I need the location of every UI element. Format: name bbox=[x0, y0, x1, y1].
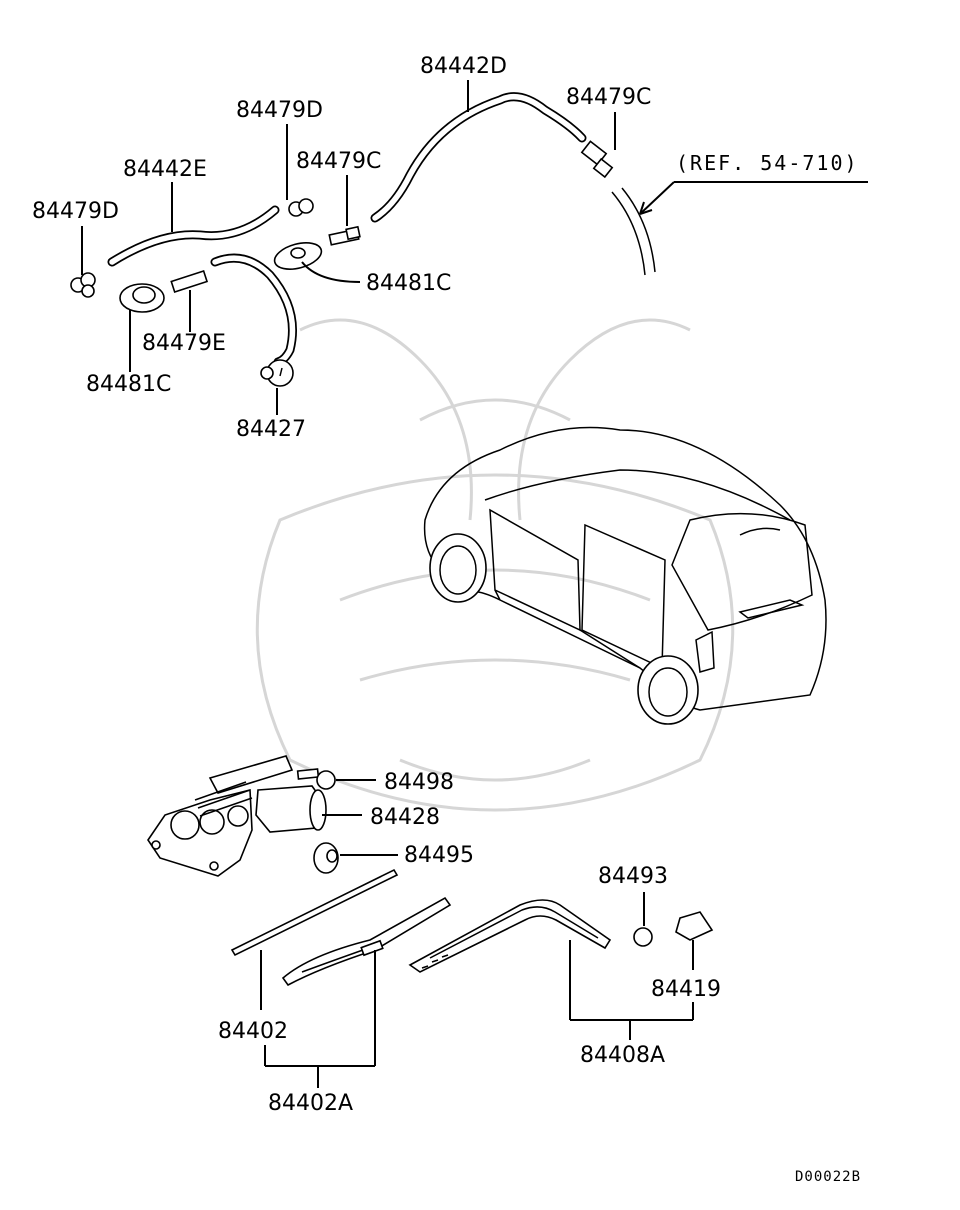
label-84427: 84427 bbox=[236, 417, 306, 442]
joint-84479E-icon bbox=[170, 269, 209, 293]
hose-84442E bbox=[107, 205, 280, 267]
wiper-motor-84428-icon bbox=[147, 755, 327, 877]
watermark-emblem bbox=[255, 318, 735, 812]
leader-lines-bottom bbox=[260, 892, 694, 1088]
cover-84419-icon bbox=[675, 911, 714, 941]
label-84493: 84493 bbox=[598, 864, 668, 889]
joint-84479C-top-icon bbox=[580, 140, 614, 179]
blade-84402A-icon bbox=[281, 896, 452, 987]
label-84479D-top: 84479D bbox=[236, 98, 323, 123]
leader-lines-top bbox=[81, 80, 868, 415]
hose-84442D bbox=[370, 92, 587, 223]
joint-84479D-left-icon bbox=[70, 272, 96, 298]
label-84442E: 84442E bbox=[123, 157, 207, 182]
blade-rubber-84402-icon bbox=[230, 868, 399, 957]
bolt-84498-icon bbox=[296, 768, 336, 790]
label-84479C-mid: 84479C bbox=[296, 149, 381, 174]
label-84495: 84495 bbox=[404, 843, 474, 868]
label-84479E: 84479E bbox=[142, 331, 226, 356]
reference-note: (REF. 54-710) bbox=[676, 151, 859, 175]
label-84442D: 84442D bbox=[420, 54, 507, 79]
label-84402A: 84402A bbox=[268, 1091, 353, 1116]
label-84419: 84419 bbox=[651, 977, 721, 1002]
label-84402: 84402 bbox=[218, 1019, 288, 1044]
nut-84493-icon bbox=[633, 927, 653, 947]
body-hose-ref bbox=[611, 187, 656, 276]
hose-84427-lead bbox=[210, 253, 297, 367]
leader-lines-motor bbox=[322, 779, 398, 856]
label-84428: 84428 bbox=[370, 805, 440, 830]
label-84479C-top: 84479C bbox=[566, 85, 651, 110]
label-84408A: 84408A bbox=[580, 1043, 665, 1068]
grommet-84481C-left-icon bbox=[119, 283, 165, 313]
nozzle-84427-icon bbox=[260, 359, 294, 387]
label-84479D-left: 84479D bbox=[32, 199, 119, 224]
drawing-code: D00022B bbox=[795, 1169, 861, 1185]
joint-84479D-top-icon bbox=[288, 198, 314, 217]
grommet-84481C-right-icon bbox=[273, 242, 323, 270]
label-84481C-right: 84481C bbox=[366, 271, 451, 296]
label-84498: 84498 bbox=[384, 770, 454, 795]
wiper-arm-84408A-icon bbox=[408, 899, 612, 973]
vehicle-outline bbox=[423, 426, 827, 725]
label-84481C-left: 84481C bbox=[86, 372, 171, 397]
joint-84479C-mid-icon bbox=[328, 225, 361, 246]
cap-84495-icon bbox=[313, 842, 339, 874]
